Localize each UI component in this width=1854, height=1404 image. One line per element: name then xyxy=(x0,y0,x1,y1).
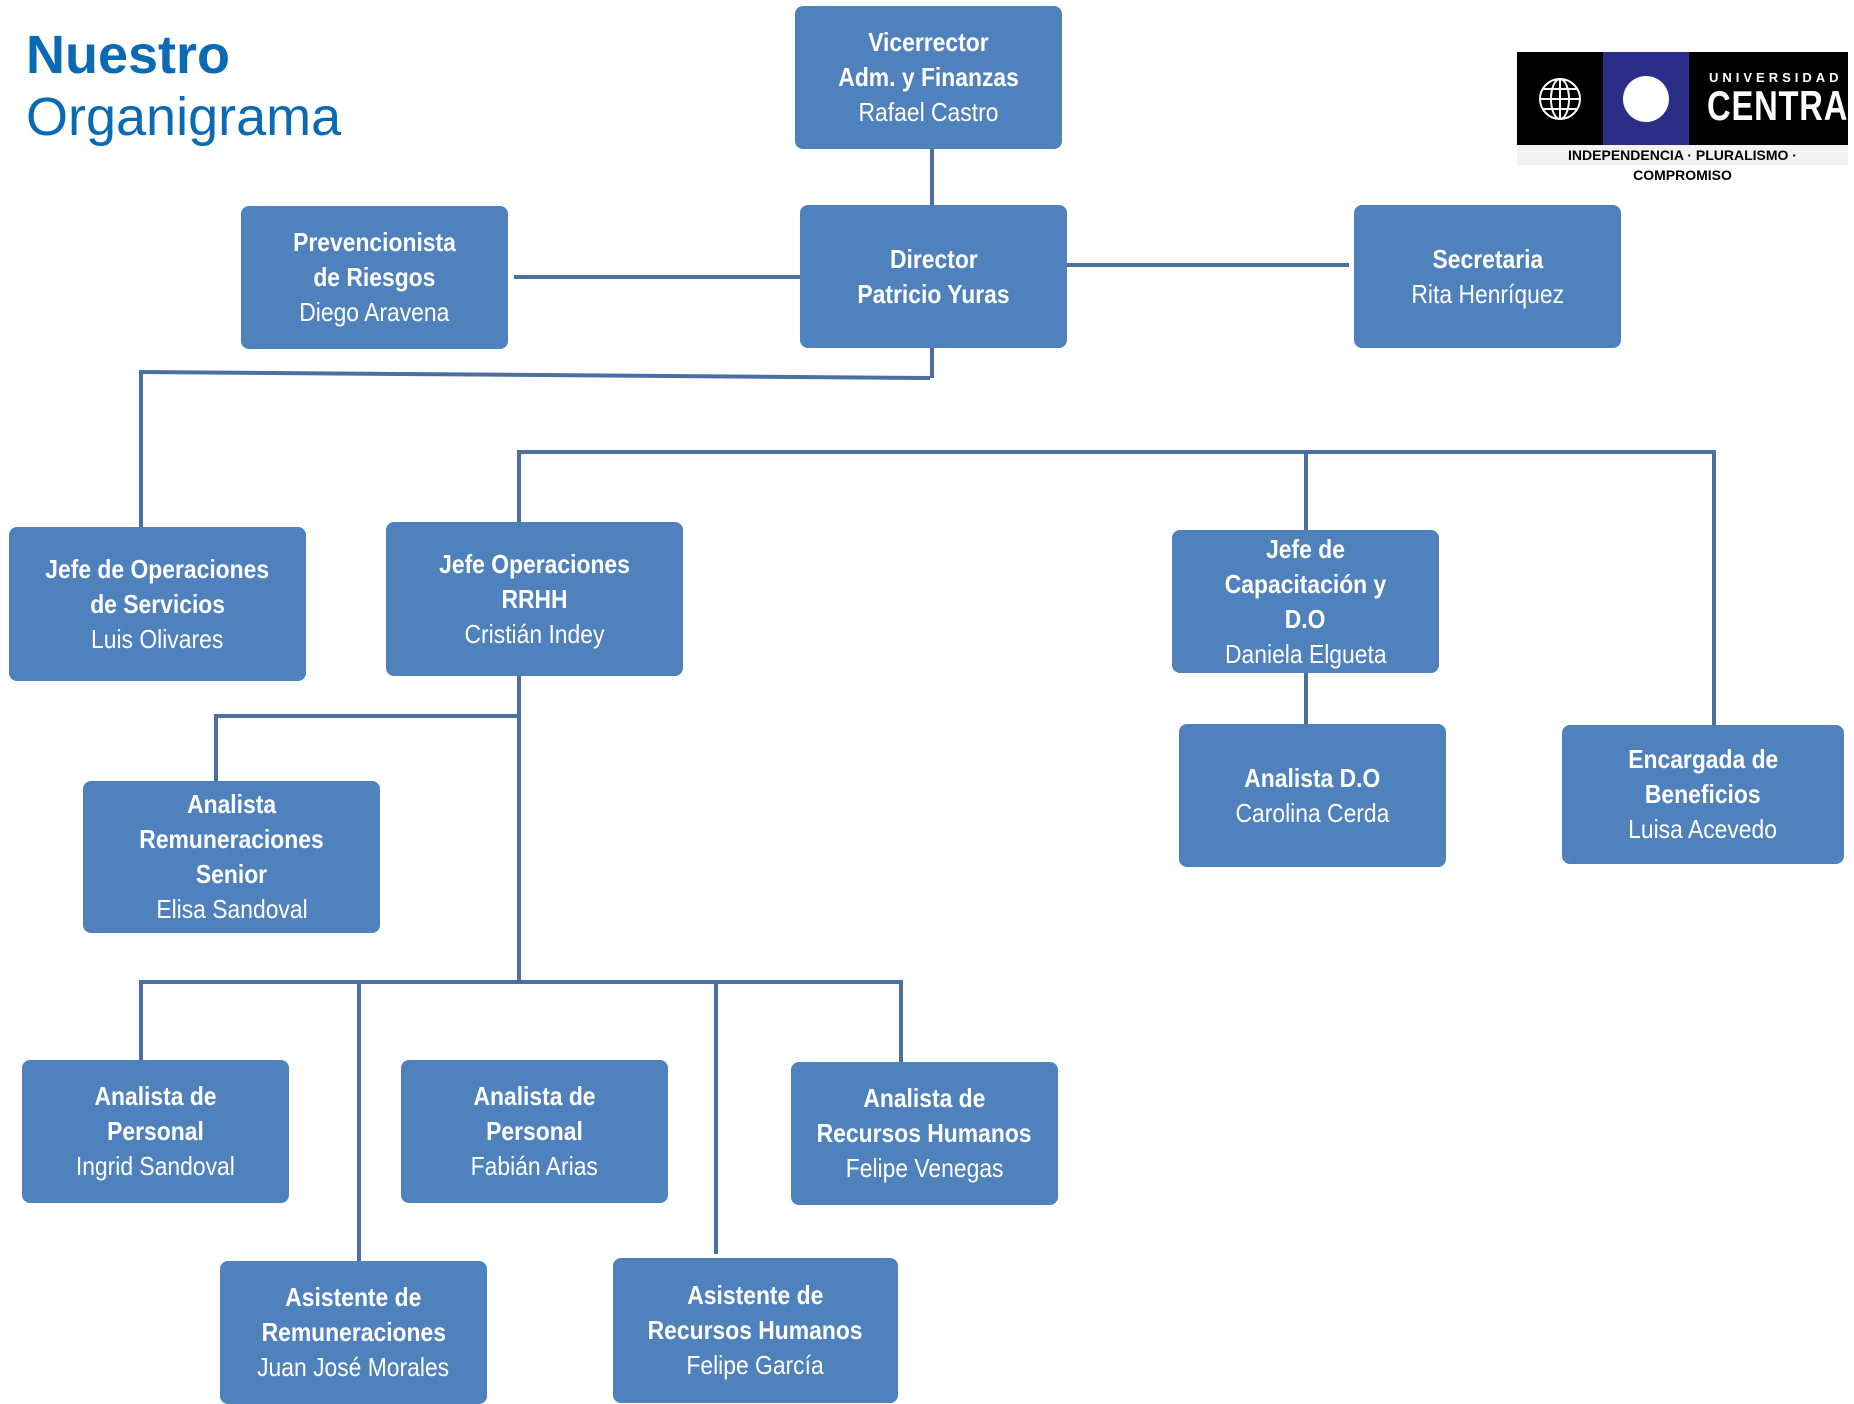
node-role: Analista de Personal xyxy=(94,1081,217,1146)
node-person: Carolina Cerda xyxy=(1235,797,1390,828)
logo-central-text: CENTRAL xyxy=(1707,82,1854,129)
node-encargada-beneficios: Encargada de Beneficios Luisa Acevedo xyxy=(1562,725,1844,864)
node-role: Secretaria xyxy=(1432,243,1543,274)
node-person: Daniela Elgueta xyxy=(1224,638,1387,669)
node-person: Rita Henríquez xyxy=(1411,278,1564,309)
logo-circle-mark xyxy=(1603,52,1689,145)
node-role: Analista de Personal xyxy=(473,1081,596,1146)
node-analista-personal-2: Analista de Personal Fabián Arias xyxy=(401,1060,668,1203)
node-person: Fabián Arias xyxy=(470,1151,599,1181)
node-person: Elisa Sandoval xyxy=(155,894,308,924)
node-role: Beneficios xyxy=(1645,779,1761,809)
node-person: Juan José Morales xyxy=(257,1352,450,1382)
node-role: de Servicios xyxy=(90,588,225,619)
node-director: Director Patricio Yuras xyxy=(800,205,1067,348)
node-person: Luisa Acevedo xyxy=(1628,814,1778,844)
node-jefe-servicios: Jefe de Operaciones de Servicios Luis Ol… xyxy=(9,527,306,681)
node-role: Director xyxy=(889,243,978,274)
node-role: Analista xyxy=(186,789,277,819)
node-role: D.O xyxy=(1285,603,1326,634)
node-role: Encargada de xyxy=(1627,744,1779,774)
node-asistente-rrhh: Asistente de Recursos Humanos Felipe Gar… xyxy=(613,1258,898,1403)
line-director-servicios-h xyxy=(138,369,931,381)
node-person: Rafael Castro xyxy=(858,97,999,127)
node-person: Luis Olivares xyxy=(91,623,224,654)
node-analista-do: Analista D.O Carolina Cerda xyxy=(1179,724,1446,867)
node-secretaria: Secretaria Rita Henríquez xyxy=(1354,205,1621,348)
node-jefe-rrhh: Jefe Operaciones RRHH Cristián Indey xyxy=(386,522,683,676)
node-role: Recursos Humanos xyxy=(648,1315,863,1345)
node-jefe-capacitacion: Jefe de Capacitación y D.O Daniela Elgue… xyxy=(1172,530,1439,673)
node-role: Recursos Humanos xyxy=(817,1118,1032,1148)
node-prevencionista: Prevencionista de Riesgos Diego Aravena xyxy=(241,206,508,349)
node-analista-rem-senior: Analista Remuneraciones Senior Elisa San… xyxy=(83,781,380,933)
node-person: Felipe García xyxy=(686,1350,825,1380)
node-person: Diego Aravena xyxy=(299,297,450,327)
node-role: Adm. y Finanzas xyxy=(838,62,1019,92)
node-person: Felipe Venegas xyxy=(845,1153,1004,1183)
page-title: Nuestro Organigrama xyxy=(26,24,341,148)
globe-icon xyxy=(1517,52,1603,145)
node-role: Jefe de Capacitación y xyxy=(1224,533,1387,599)
node-role: Remuneraciones xyxy=(261,1317,446,1347)
node-role: de Riesgos xyxy=(313,262,436,292)
node-vicerrector: Vicerrector Adm. y Finanzas Rafael Castr… xyxy=(795,6,1062,149)
node-role: Patricio Yuras xyxy=(857,278,1010,309)
node-role: Remuneraciones Senior xyxy=(139,824,324,889)
logo-university-text: UNIVERSIDAD xyxy=(1709,70,1843,85)
node-role: Prevencionista xyxy=(293,227,456,257)
node-role: Asistente de xyxy=(285,1282,422,1312)
node-role: Jefe de Operaciones xyxy=(45,553,270,584)
node-role: Analista D.O xyxy=(1244,762,1381,793)
node-analista-personal-1: Analista de Personal Ingrid Sandoval xyxy=(22,1060,289,1203)
title-line-1: Nuestro xyxy=(26,25,231,85)
node-asistente-rem: Asistente de Remuneraciones Juan José Mo… xyxy=(220,1261,487,1404)
node-person: Cristián Indey xyxy=(464,618,605,649)
logo-tagline: INDEPENDENCIA · PLURALISMO · COMPROMISO xyxy=(1517,145,1848,183)
node-role: Asistente de xyxy=(687,1280,824,1310)
node-analista-rrhh: Analista de Recursos Humanos Felipe Vene… xyxy=(791,1062,1058,1205)
title-line-2: Organigrama xyxy=(26,87,342,147)
node-role: Analista de xyxy=(863,1083,986,1113)
node-role: Vicerrector xyxy=(868,27,989,57)
university-logo: UNIVERSIDAD CENTRAL INDEPENDENCIA · PLUR… xyxy=(1517,52,1854,183)
node-role: Jefe Operaciones RRHH xyxy=(439,548,630,614)
node-person: Ingrid Sandoval xyxy=(75,1151,236,1181)
